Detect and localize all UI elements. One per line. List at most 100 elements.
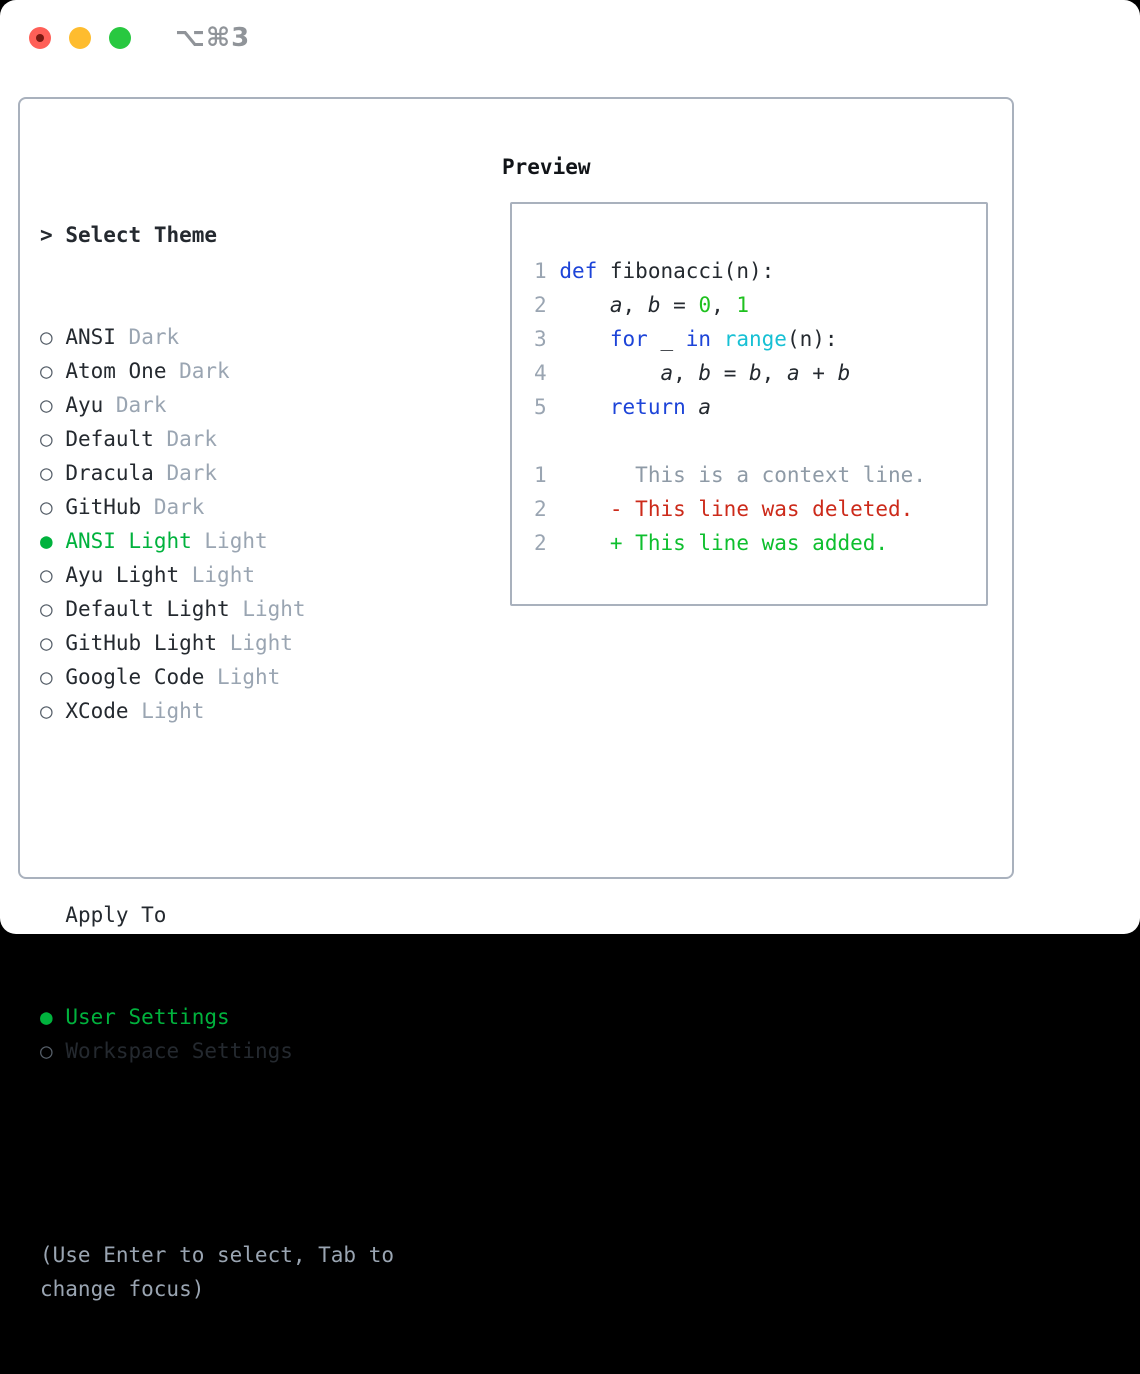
- theme-item-ayu-light[interactable]: ○ Ayu Light Light: [40, 558, 394, 592]
- theme-selector-column: > Select Theme ○ ANSI Dark○ Atom One Dar…: [40, 150, 394, 1374]
- line-number: 2: [534, 497, 547, 521]
- hint-line: (Use Enter to select, Tab to: [40, 1243, 395, 1267]
- theme-variant-tag: Light: [204, 529, 268, 553]
- theme-name: Default: [65, 427, 154, 451]
- code-token: [559, 395, 610, 419]
- code-line: 4 a, b = b, a + b: [534, 356, 926, 390]
- code-token: a: [786, 361, 800, 385]
- apply-option-label: Workspace Settings: [65, 1039, 293, 1063]
- theme-name: ANSI: [65, 325, 116, 349]
- code-line: 2 a, b = 0, 1: [534, 288, 926, 322]
- theme-item-dracula[interactable]: ○ Dracula Dark: [40, 456, 394, 490]
- theme-item-atom-one[interactable]: ○ Atom One Dark: [40, 354, 394, 388]
- code-line: 1 This is a context line.: [534, 458, 926, 492]
- code-token: [559, 293, 610, 317]
- theme-variant-tag: Dark: [115, 393, 167, 417]
- code-token: ,: [622, 293, 648, 317]
- theme-variant-tag: Dark: [166, 427, 218, 451]
- code-line: 1 def fibonacci(n):: [534, 254, 926, 288]
- close-dot-icon: [36, 34, 44, 42]
- theme-name: Ayu: [65, 393, 104, 417]
- apply-option-user-settings[interactable]: ● User Settings: [40, 1000, 394, 1034]
- radio-icon: ○: [40, 699, 53, 723]
- theme-item-default-light[interactable]: ○ Default Light Light: [40, 592, 394, 626]
- theme-picker-panel: > Select Theme ○ ANSI Dark○ Atom One Dar…: [18, 97, 1014, 1301]
- code-token: 0: [698, 293, 712, 317]
- code-token: =: [660, 293, 699, 317]
- window-title-shortcut: ⌥⌘3: [175, 23, 251, 53]
- code-token: ,: [711, 293, 737, 317]
- line-number: 1: [534, 259, 547, 283]
- window-titlebar: ⌥⌘3: [29, 23, 251, 53]
- code-line: 2 + This line was added.: [534, 526, 926, 560]
- code-token: return: [609, 395, 686, 419]
- radio-icon: ○: [40, 393, 53, 417]
- code-token: (n):: [786, 327, 838, 351]
- theme-name: Ayu Light: [65, 563, 180, 587]
- theme-name: GitHub Light: [65, 631, 218, 655]
- line-number: 1: [534, 463, 547, 487]
- apply-to-header: Apply To: [40, 898, 394, 932]
- theme-item-github[interactable]: ○ GitHub Dark: [40, 490, 394, 524]
- radio-icon: ○: [40, 427, 53, 451]
- close-button[interactable]: [29, 27, 51, 49]
- theme-variant-tag: Light: [229, 631, 293, 655]
- radio-icon: ○: [40, 631, 53, 655]
- code-token: b: [698, 361, 712, 385]
- code-token: =: [711, 361, 750, 385]
- theme-item-ansi[interactable]: ○ ANSI Dark: [40, 320, 394, 354]
- theme-name: Dracula: [65, 461, 154, 485]
- theme-variant-tag: Light: [242, 597, 306, 621]
- theme-item-github-light[interactable]: ○ GitHub Light Light: [40, 626, 394, 660]
- code-token: _: [647, 327, 686, 351]
- code-token: [711, 327, 724, 351]
- theme-variant-tag: Dark: [153, 495, 205, 519]
- theme-name: GitHub: [65, 495, 142, 519]
- theme-item-ayu[interactable]: ○ Ayu Dark: [40, 388, 394, 422]
- radio-icon: ○: [40, 325, 53, 349]
- radio-selected-icon: ●: [40, 1005, 53, 1029]
- radio-icon: ○: [40, 665, 53, 689]
- radio-selected-icon: ●: [40, 529, 53, 553]
- code-token: in: [685, 327, 712, 351]
- radio-icon: ○: [40, 461, 53, 485]
- radio-icon: ○: [40, 495, 53, 519]
- hint-line: change focus): [40, 1277, 205, 1301]
- code-token: [559, 327, 610, 351]
- theme-variant-tag: Dark: [166, 461, 218, 485]
- minimize-button[interactable]: [69, 27, 91, 49]
- theme-item-ansi-light[interactable]: ● ANSI Light Light: [40, 524, 394, 558]
- code-token: [686, 395, 699, 419]
- spacer: [40, 1136, 394, 1170]
- theme-list: ○ ANSI Dark○ Atom One Dark○ Ayu Dark○ De…: [40, 320, 394, 728]
- theme-name: Default Light: [65, 597, 230, 621]
- line-number: 2: [534, 293, 547, 317]
- code-token: b: [837, 361, 851, 385]
- zoom-button[interactable]: [109, 27, 131, 49]
- code-token: ,: [761, 361, 787, 385]
- code-token: for: [609, 327, 648, 351]
- theme-item-default[interactable]: ○ Default Dark: [40, 422, 394, 456]
- theme-item-xcode[interactable]: ○ XCode Light: [40, 694, 394, 728]
- theme-item-google-code[interactable]: ○ Google Code Light: [40, 660, 394, 694]
- code-token: def: [559, 259, 598, 283]
- theme-variant-tag: Light: [141, 699, 205, 723]
- code-token: a: [698, 395, 712, 419]
- apply-to-options: ● User Settings○ Workspace Settings: [40, 1000, 394, 1068]
- theme-variant-tag: Light: [191, 563, 255, 587]
- code-token: range: [723, 327, 787, 351]
- radio-icon: ○: [40, 563, 53, 587]
- apply-option-workspace-settings[interactable]: ○ Workspace Settings: [40, 1034, 394, 1068]
- theme-variant-tag: Light: [217, 665, 281, 689]
- line-number: 3: [534, 327, 547, 351]
- theme-variant-tag: Dark: [128, 325, 180, 349]
- code-token: 1: [736, 293, 750, 317]
- preview-header: Preview: [502, 155, 591, 179]
- line-number: 5: [534, 395, 547, 419]
- apply-to-title: Apply To: [65, 903, 167, 927]
- line-number: 2: [534, 531, 547, 555]
- code-token: - This line was deleted.: [559, 497, 914, 521]
- code-line: 2 - This line was deleted.: [534, 492, 926, 526]
